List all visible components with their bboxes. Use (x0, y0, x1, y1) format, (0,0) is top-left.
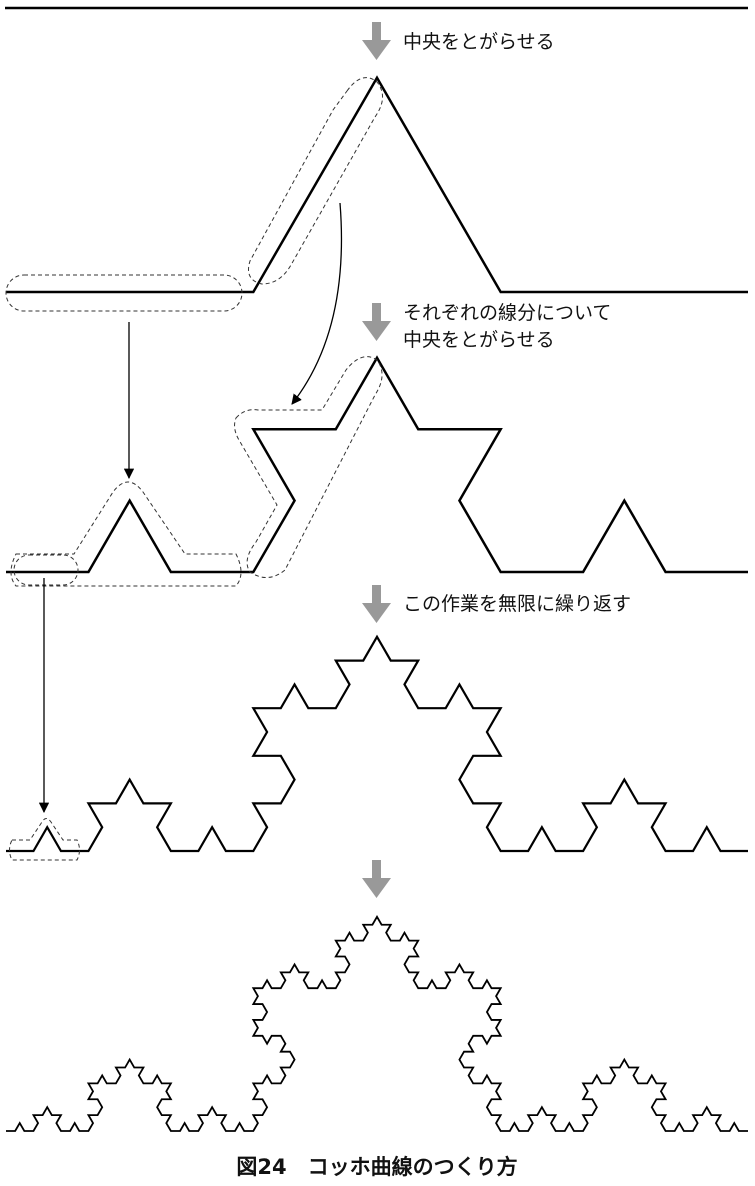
dashed-highlights (5, 77, 383, 861)
annotation-step3: この作業を無限に繰り返す (403, 593, 631, 615)
annotation-step2-line2: 中央をとがらせる (403, 329, 555, 351)
highlight-tiny-bump (9, 818, 80, 861)
highlight-left-copy (10, 481, 242, 587)
koch-iteration-2 (6, 355, 748, 574)
highlight-slope-segment (248, 77, 383, 285)
figure-caption: 図24 コッホ曲線のつくり方 (236, 1155, 517, 1179)
down-arrow-icon (362, 585, 391, 623)
down-arrow-icon (362, 860, 391, 898)
connector-arrow (291, 202, 343, 405)
down-arrow-icon (362, 22, 391, 60)
koch-iteration-4 (6, 914, 748, 1132)
annotation-step1: 中央をとがらせる (403, 31, 555, 53)
highlight-flat-segment (5, 274, 243, 312)
koch-iteration-3 (6, 634, 748, 853)
highlight-slope-copy (234, 356, 383, 578)
down-arrow-icon (362, 303, 391, 341)
koch-iteration-1 (6, 75, 748, 294)
highlight-small-segment (13, 554, 79, 586)
annotation-step2-line1: それぞれの線分について (403, 302, 611, 324)
